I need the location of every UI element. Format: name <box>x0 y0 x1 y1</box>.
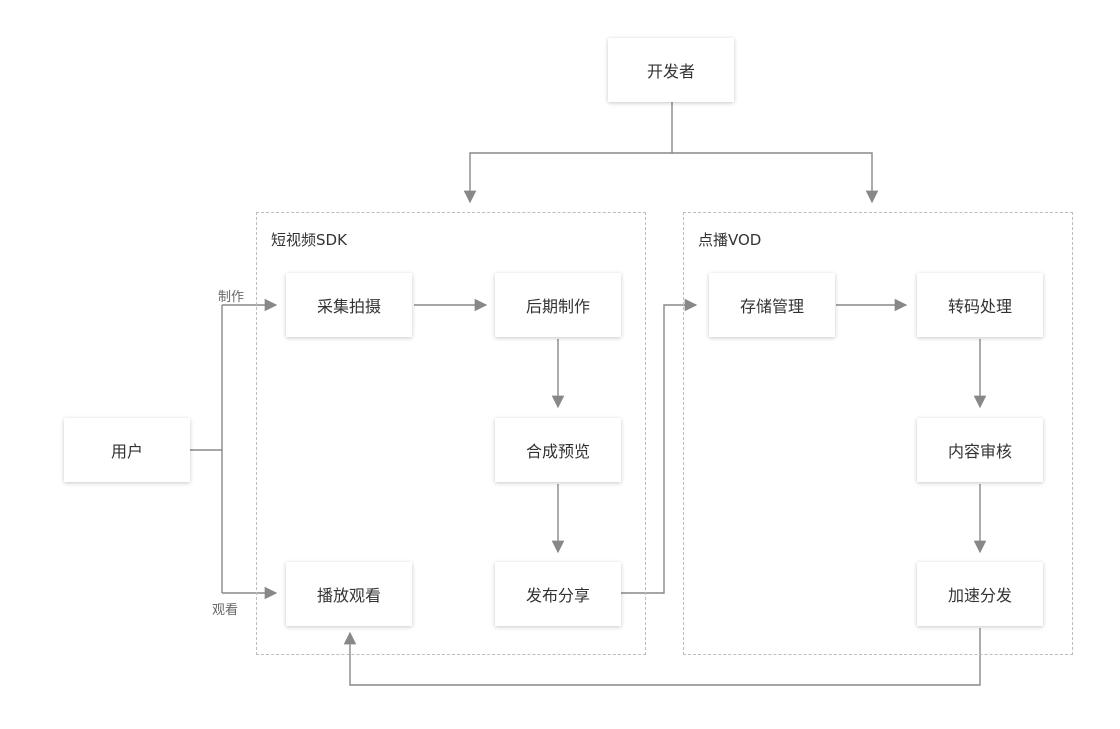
node-transcode: 转码处理 <box>917 273 1043 337</box>
group-title-vod: 点播VOD <box>698 231 762 249</box>
edge-developer-to-vod <box>672 152 879 204</box>
node-user: 用户 <box>64 418 190 482</box>
edge-label-watch: 观看 <box>212 603 239 618</box>
edge-label-make: 制作 <box>218 290 245 305</box>
edge-accelerate-to-play <box>343 628 981 686</box>
node-capture: 采集拍摄 <box>286 273 412 337</box>
edge-developer-to-sdk <box>463 102 673 204</box>
node-post-production: 后期制作 <box>495 273 621 337</box>
edge-publish-to-storage <box>621 298 698 594</box>
node-accelerate-distribute: 加速分发 <box>917 562 1043 626</box>
group-title-sdk: 短视频SDK <box>271 231 347 249</box>
node-play-watch: 播放观看 <box>286 562 412 626</box>
group-short-video-sdk: 短视频SDK <box>256 212 646 655</box>
node-compose-preview: 合成预览 <box>495 418 621 482</box>
group-vod: 点播VOD <box>683 212 1073 655</box>
node-content-review: 内容审核 <box>917 418 1043 482</box>
node-developer: 开发者 <box>608 38 734 102</box>
node-storage-management: 存储管理 <box>709 273 835 337</box>
node-publish-share: 发布分享 <box>495 562 621 626</box>
